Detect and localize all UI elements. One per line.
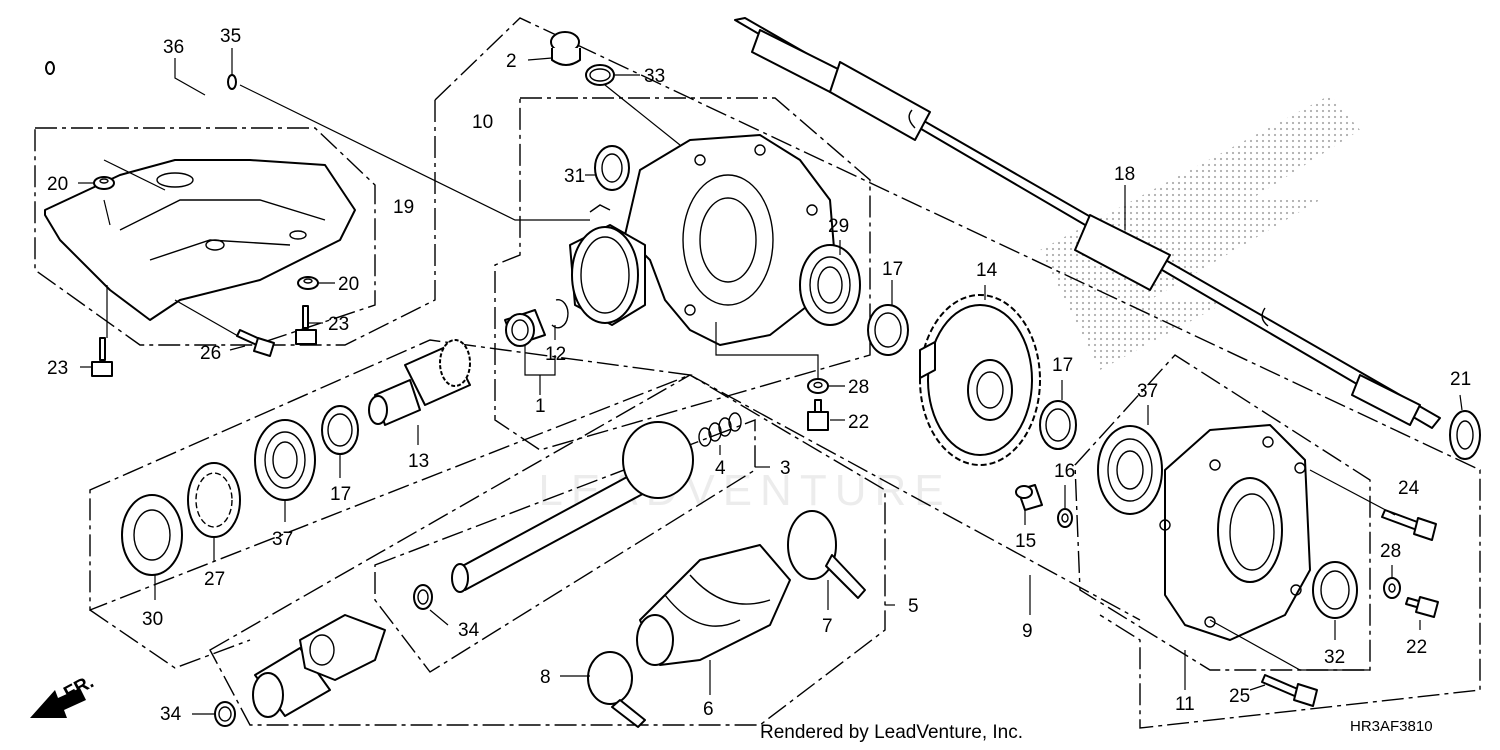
callout-18[interactable]: 18 [1114,164,1135,185]
part-1-needle-bearing[interactable] [504,309,546,347]
part-34-o-ring-upper[interactable] [413,584,433,610]
callout-20b[interactable]: 20 [338,274,359,295]
callout-labels: 1 2 3 4 5 6 7 8 9 10 11 12 13 14 15 16 1… [47,26,1471,725]
part-34-o-ring-lower[interactable] [214,701,236,727]
part-20-grommet-bottom[interactable] [297,276,319,290]
part-29-bearing[interactable] [799,244,861,326]
part-33-o-ring[interactable] [585,64,615,86]
part-9-universal-joint[interactable] [252,614,386,718]
callout-11[interactable]: 11 [1175,694,1195,715]
part-32-oil-seal[interactable] [1312,561,1358,619]
callout-1[interactable]: 1 [535,396,546,417]
callout-29[interactable]: 29 [828,216,849,237]
callout-5[interactable]: 5 [908,596,919,617]
part-17-shim-upper[interactable] [867,304,909,356]
rendered-by-credit: Rendered by LeadVenture, Inc. [760,722,1023,743]
part-17-shim-lower[interactable] [321,405,359,455]
part-27-lock-nut[interactable] [187,462,241,538]
front-direction-arrow: FR. [30,672,97,718]
callout-16[interactable]: 16 [1054,461,1075,482]
callout-33[interactable]: 33 [644,66,665,87]
part-18-axle-shaft[interactable] [734,17,1441,429]
part-24-bolt[interactable] [1381,509,1437,541]
part-20-grommet-top[interactable] [93,176,115,190]
callout-30[interactable]: 30 [142,609,163,630]
callout-9[interactable]: 9 [1022,621,1033,642]
part-4-spring[interactable] [698,412,742,447]
callout-13[interactable]: 13 [408,451,429,472]
brand-wing-watermark [1040,95,1360,370]
callout-37b[interactable]: 37 [1137,381,1158,402]
part-2-filler-plug[interactable] [550,31,581,66]
diagram-code: HR3AF3810 [1350,718,1433,735]
callout-10[interactable]: 10 [472,112,493,133]
part-3-propeller-shaft[interactable] [451,421,694,593]
callout-27[interactable]: 27 [204,569,225,590]
part-17-shim-mid[interactable] [1039,400,1077,450]
part-6-boot[interactable] [636,544,791,666]
part-26-bolt[interactable] [236,329,275,357]
part-16-washer[interactable] [1057,508,1073,528]
callout-19[interactable]: 19 [393,197,414,218]
part-35-clip[interactable] [227,74,237,90]
part-19-skid-guard[interactable] [44,159,356,321]
part-15-breather[interactable] [1015,484,1043,511]
callout-20a[interactable]: 20 [47,174,68,195]
part-25-bolt[interactable] [1261,674,1318,707]
callout-37a[interactable]: 37 [272,529,293,550]
callout-28a[interactable]: 28 [848,377,869,398]
part-23-bolt-left[interactable] [91,337,113,377]
part-30-oil-seal[interactable] [121,494,183,576]
callout-31[interactable]: 31 [564,166,585,187]
callout-35[interactable]: 35 [220,26,241,47]
callout-14[interactable]: 14 [976,260,998,281]
part-21-oil-seal[interactable] [1449,410,1481,460]
callout-3[interactable]: 3 [780,458,791,479]
callout-17c[interactable]: 17 [330,484,351,505]
part-31-oil-seal[interactable] [594,145,630,191]
callout-23b[interactable]: 23 [47,358,68,379]
callout-32[interactable]: 32 [1324,647,1345,668]
part-13-pinion-gear[interactable] [368,339,471,426]
part-22-bolt-case[interactable] [807,399,829,431]
part-22-bolt-right[interactable] [1405,596,1439,618]
callout-26[interactable]: 26 [200,343,221,364]
leader-lines [78,48,1463,715]
callout-21[interactable]: 21 [1450,369,1471,390]
part-14-ring-gear[interactable] [919,294,1041,466]
callout-34b[interactable]: 34 [160,704,182,725]
part-28-washer-case[interactable] [807,378,829,394]
callout-17a[interactable]: 17 [882,259,903,280]
callout-2[interactable]: 2 [506,51,517,72]
part-36-breather-hose[interactable] [45,41,216,95]
callout-25[interactable]: 25 [1229,686,1250,707]
callout-23a[interactable]: 23 [328,314,349,335]
callout-17b[interactable]: 17 [1052,355,1073,376]
part-37-bearing-right[interactable] [1097,425,1163,515]
part-8-boot-band[interactable] [587,651,646,728]
callout-8[interactable]: 8 [540,667,551,688]
callout-34a[interactable]: 34 [458,620,480,641]
callout-24[interactable]: 24 [1398,478,1420,499]
part-28-washer-right[interactable] [1383,577,1401,599]
callout-36[interactable]: 36 [163,37,184,58]
callout-6[interactable]: 6 [703,699,714,720]
callout-28b[interactable]: 28 [1380,541,1401,562]
part-37-bearing-left[interactable] [254,419,316,501]
part-7-boot-band[interactable] [787,510,866,599]
callout-22a[interactable]: 22 [848,412,869,433]
part-23-bolt-right[interactable] [295,305,317,345]
callout-12[interactable]: 12 [545,344,566,365]
callout-22b[interactable]: 22 [1406,637,1427,658]
callout-15[interactable]: 15 [1015,531,1036,552]
part-11-case-cover[interactable] [1159,424,1311,641]
part-12-circlip[interactable] [551,299,569,329]
callout-4[interactable]: 4 [715,458,726,479]
callout-7[interactable]: 7 [822,616,833,637]
part-10-final-gear-case[interactable] [569,134,836,346]
